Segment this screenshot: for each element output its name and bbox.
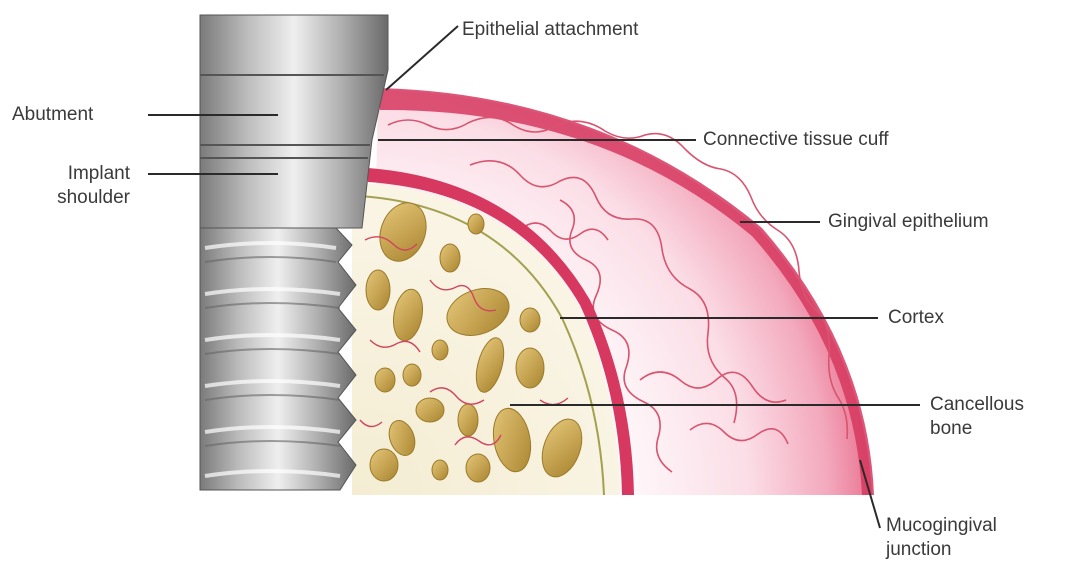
implant-body [200,228,356,490]
label-mucogingival-junction-line1: Mucogingival [886,514,997,538]
label-cancellous-bone-line2: bone [930,417,972,441]
label-gingival-epithelium: Gingival epithelium [828,210,989,234]
label-abutment: Abutment [12,103,93,127]
label-connective-tissue-cuff: Connective tissue cuff [703,128,889,152]
label-cancellous-bone-line1: Cancellous [930,393,1024,417]
label-cortex: Cortex [888,306,944,330]
label-implant-shoulder-line2: shoulder [10,186,130,210]
abutment [200,15,388,228]
label-mucogingival-junction-line2: junction [886,538,952,562]
label-implant-shoulder-line1: Implant [30,162,130,186]
label-epithelial-attachment: Epithelial attachment [462,18,638,42]
